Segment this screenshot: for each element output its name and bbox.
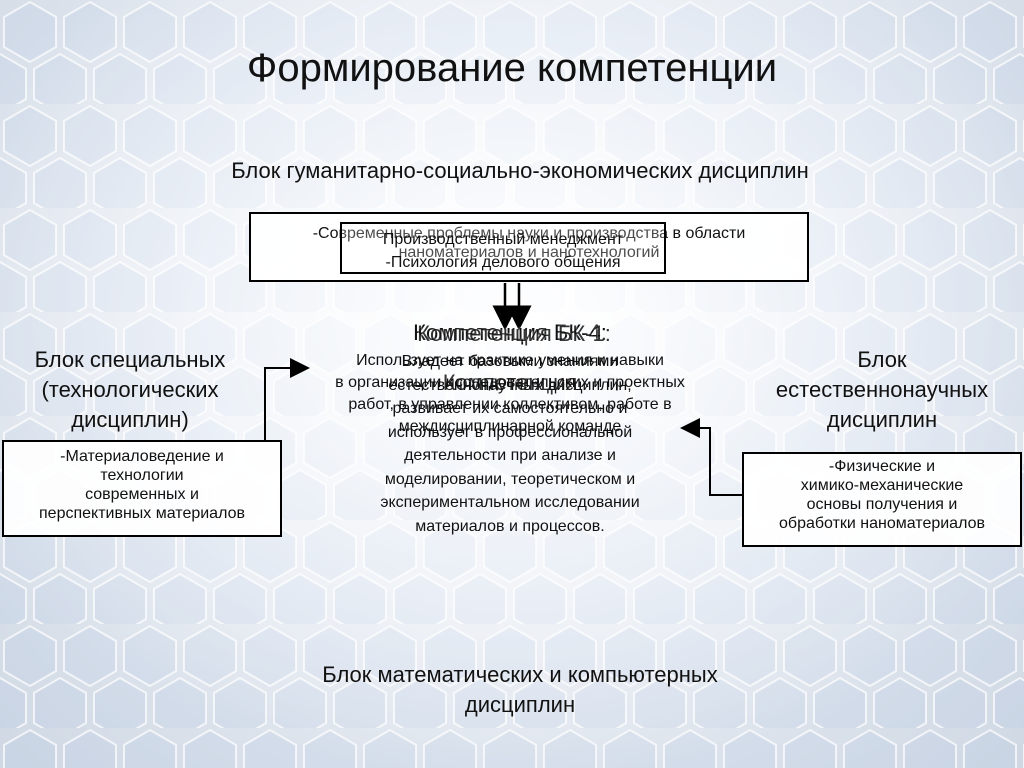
math-title-line: Блок математических и компьютерных <box>322 662 718 687</box>
math-title-line: дисциплин <box>464 692 576 717</box>
special-block-title: Блок специальных (технологических дисцип… <box>0 345 260 435</box>
natural-box-line: -Физические и <box>828 458 936 475</box>
right-connector <box>680 418 742 496</box>
humanitarian-inner-box: Производственный менеджмент -Психология … <box>340 222 666 274</box>
competence-bk1-line: Владеет базовыми знаниями <box>401 353 619 370</box>
competence-text-bk4: Использует на практике умения и навыки в… <box>285 350 735 438</box>
competence-bk4-line: Использует на практике умения и навыки <box>356 352 664 369</box>
natural-title-line: дисциплин <box>826 407 938 432</box>
competence-bk1-line: экспериментальном исследовании <box>380 494 640 511</box>
natural-box-line: химико-механические <box>800 477 964 494</box>
competence-bk1-line: развивает их самостоятельно и <box>392 400 628 417</box>
slide-title: Формирование компетенции <box>246 46 778 90</box>
natural-box-line: основы получения и <box>806 496 958 513</box>
special-title-line: Блок специальных <box>34 347 226 372</box>
competence-bk1-line: деятельности при анализе и <box>404 447 616 464</box>
natural-title-line: естественнонаучных <box>775 377 989 402</box>
math-block-title: Блок математических и компьютерных дисци… <box>230 660 810 720</box>
natural-disciplines-box: -Физические и химико-механические основы… <box>742 452 1022 547</box>
natural-box-line: обработки наноматериалов <box>779 515 985 532</box>
inner-line-psychology: -Психология делового общения <box>385 254 621 271</box>
special-box-line: технологии <box>100 467 184 484</box>
left-connector <box>264 358 310 440</box>
competence-title-bk1: Компетенция БК-1: <box>417 321 611 346</box>
humanitarian-box-text: -Современные проблемы науки и производст… <box>312 225 746 261</box>
competence-bk1-line: использует в профессиональной <box>387 423 633 441</box>
natural-block-title: Блок естественнонаучных дисциплин <box>740 345 1024 435</box>
special-box-line: -Материаловедение и <box>60 448 224 465</box>
competence-bk4-line: работ, в управлении коллективом, работе … <box>348 396 672 413</box>
inner-line-management: Производственный менеджмент <box>382 231 624 248</box>
down-arrows <box>492 283 532 331</box>
special-title-line: (технологических <box>41 377 219 402</box>
competence-bk1-line: моделировании, теоретическом и <box>384 470 636 488</box>
special-disciplines-box: -Материаловедение и технологии современн… <box>2 440 282 537</box>
special-title-line: дисциплин) <box>71 407 189 432</box>
competence-title-repeat: Компетенция <box>442 370 578 395</box>
competence-bk4-line: в организации исследовательских и проект… <box>335 374 685 391</box>
special-box-line: перспективных материалов <box>39 505 245 522</box>
competence-text-bk1: Владеет базовыми знаниями естественнонау… <box>285 350 735 538</box>
humanitarian-block-title: Блок гуманитарно-социально-экономических… <box>231 158 809 183</box>
special-box-line: современных и <box>85 486 199 503</box>
competence-bk1-line: материалов и процессов. <box>415 517 605 535</box>
competence-bk4-line: междисциплинарной команде <box>398 418 622 435</box>
competence-bk1-line: естественнонаучных дисциплин, <box>388 376 632 394</box>
natural-title-line: Блок <box>857 347 907 372</box>
